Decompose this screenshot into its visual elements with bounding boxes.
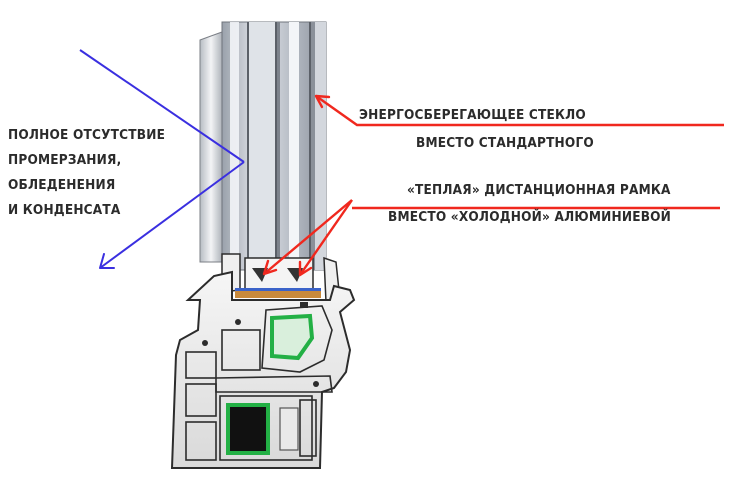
label-energy-glass: Энергосберегающее стекло вместо стандарт… bbox=[359, 107, 594, 151]
arrow-icon bbox=[263, 199, 353, 275]
arrow-icon bbox=[315, 95, 724, 127]
spacer-frame bbox=[235, 257, 321, 298]
label-warm-spacer: «Теплая» дистанционная рамка вместо «хол… bbox=[388, 182, 672, 225]
gasket bbox=[226, 313, 315, 455]
arrow-icon bbox=[299, 199, 353, 276]
arrow-icon bbox=[79, 49, 245, 163]
window-profile-cross-section bbox=[170, 21, 356, 469]
glass-unit bbox=[221, 21, 327, 271]
blue-arrows bbox=[79, 49, 245, 269]
arrow-icon bbox=[99, 161, 245, 269]
label-no-freezing: Полное отсутствие промерзания, обледенен… bbox=[8, 127, 166, 218]
red-arrows bbox=[262, 94, 724, 277]
